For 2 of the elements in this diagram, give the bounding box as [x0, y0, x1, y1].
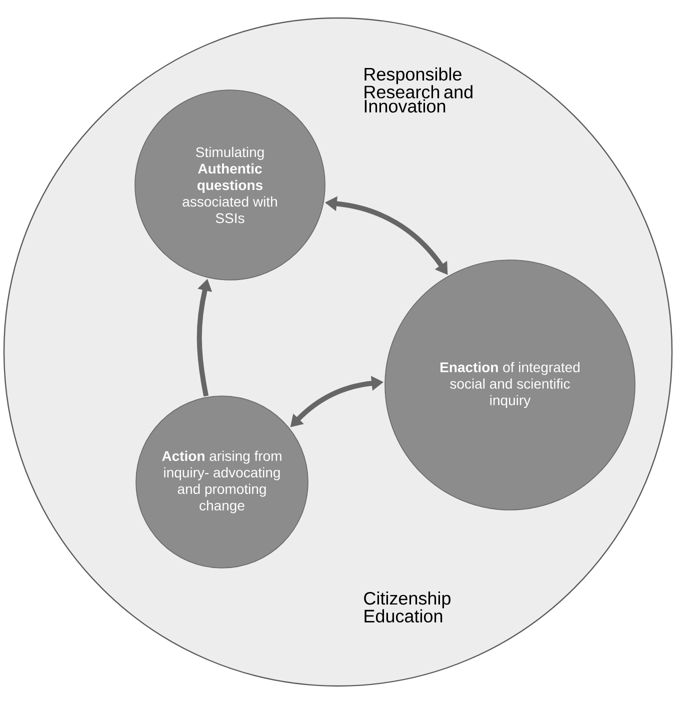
heading-text: Citizenship Education — [364, 592, 450, 622]
heading-text: Responsible Research and Innovation — [364, 67, 472, 113]
